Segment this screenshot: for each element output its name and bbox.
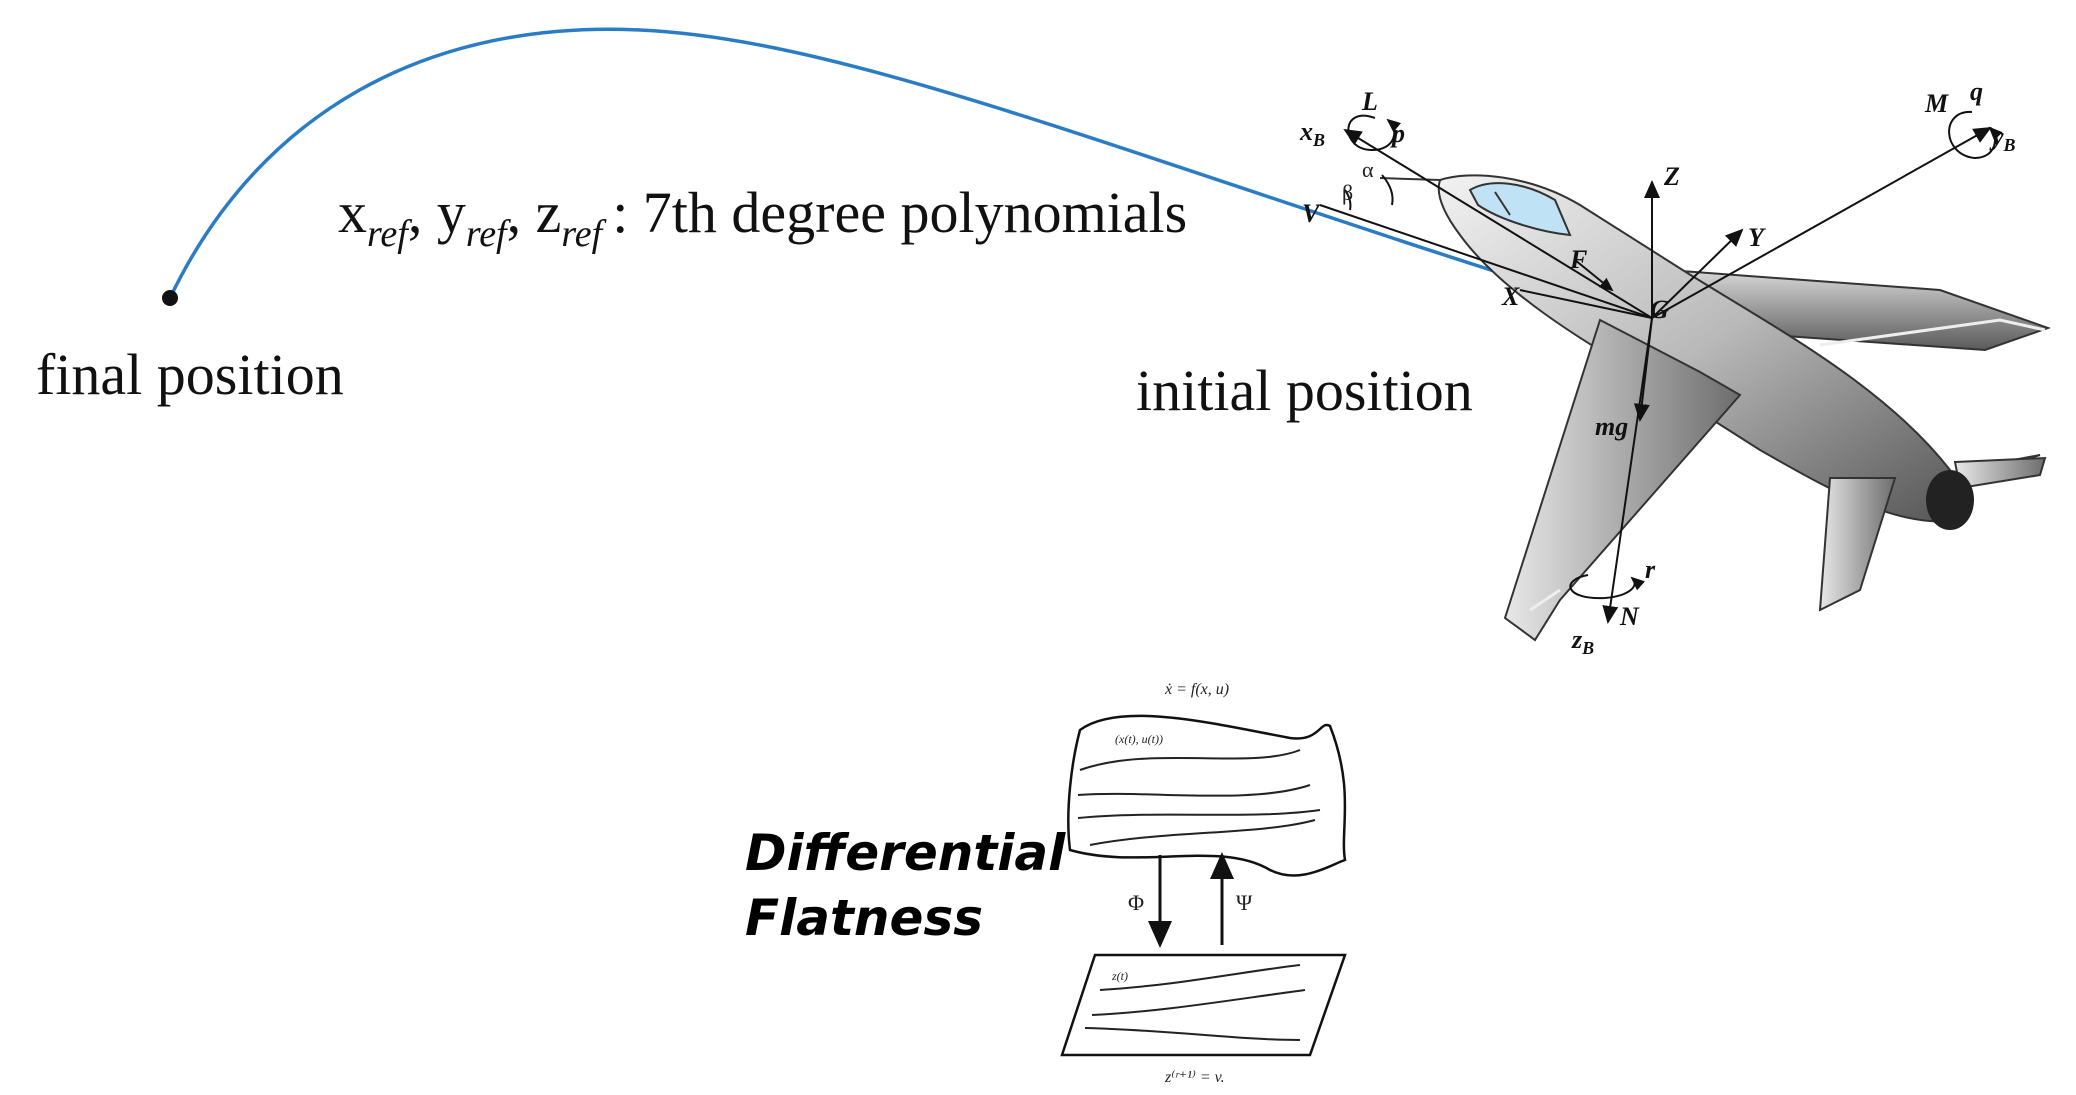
alpha-arc — [1381, 174, 1394, 206]
aircraft-illustration — [1379, 174, 2052, 642]
roll-rotation-icon — [1347, 114, 1402, 152]
flat-output-plane — [1060, 953, 1347, 1057]
final-position-dot — [162, 290, 178, 306]
label-G: G — [1650, 295, 1669, 324]
label-F: F — [1569, 245, 1587, 274]
initial-position-label: initial position — [1136, 358, 1473, 423]
state-equation: ẋ = f(x, u) — [1164, 681, 1229, 698]
x-axis — [1519, 289, 1653, 319]
aircraft-canopy — [1468, 182, 1572, 237]
state-space-manifold — [1067, 714, 1347, 877]
aircraft-stabilizer — [1818, 477, 1897, 612]
psi-label: Ψ — [1236, 890, 1253, 915]
flatness-title-line1: Differential — [745, 824, 1066, 882]
label-q: q — [1970, 77, 1983, 106]
label-yB: yB — [1989, 122, 2016, 155]
aircraft-fuselage — [1437, 174, 1962, 523]
label-L: L — [1361, 87, 1378, 116]
y-axis — [1651, 228, 1744, 319]
force-vector — [1574, 259, 1614, 292]
state-trajectory-label: (x(t), u(t)) — [1115, 732, 1163, 746]
flat-output-label: z(t) — [1111, 969, 1128, 983]
label-xB: xB — [1299, 117, 1325, 150]
aircraft-engine-exhaust — [1926, 470, 1974, 530]
label-Y: Y — [1748, 223, 1766, 252]
label-alpha: α — [1362, 157, 1374, 182]
aircraft-labels: L xB p α β V Z Y F X G mg M q yB r N zB — [1299, 77, 2016, 658]
label-V: V — [1302, 199, 1322, 228]
yaw-rotation-icon — [1569, 574, 1645, 600]
flat-system-equation: z⁽ʳ⁺¹⁾ = v. — [1164, 1069, 1225, 1086]
zb-axis — [1602, 317, 1653, 624]
aircraft-axes — [1319, 110, 2003, 624]
label-Z: Z — [1663, 162, 1680, 191]
aircraft-lower-wing — [1503, 318, 1742, 642]
final-position-label: final position — [36, 342, 344, 407]
flatness-title-line2: Flatness — [745, 889, 983, 947]
label-M: M — [1924, 89, 1949, 118]
label-zB: zB — [1571, 625, 1594, 658]
label-X: X — [1501, 282, 1520, 311]
velocity-vector — [1319, 204, 1653, 319]
label-N: N — [1619, 602, 1640, 631]
label-beta: β — [1342, 180, 1353, 205]
yb-axis — [1651, 127, 1992, 319]
beta-arc — [1344, 189, 1352, 211]
label-p: p — [1390, 119, 1405, 148]
label-mg: mg — [1595, 412, 1628, 441]
flatness-diagram: Differential Flatness ẋ = f(x, u) (x(t),… — [745, 681, 1347, 1086]
trajectory-curve — [168, 27, 1651, 322]
phi-label: Φ — [1128, 890, 1144, 915]
mg-vector — [1633, 317, 1653, 422]
pitch-rotation-icon — [1948, 110, 2003, 160]
label-r: r — [1645, 555, 1656, 584]
trajectory-label: xref, yref, zref: 7th degree polynomials — [338, 180, 1187, 255]
